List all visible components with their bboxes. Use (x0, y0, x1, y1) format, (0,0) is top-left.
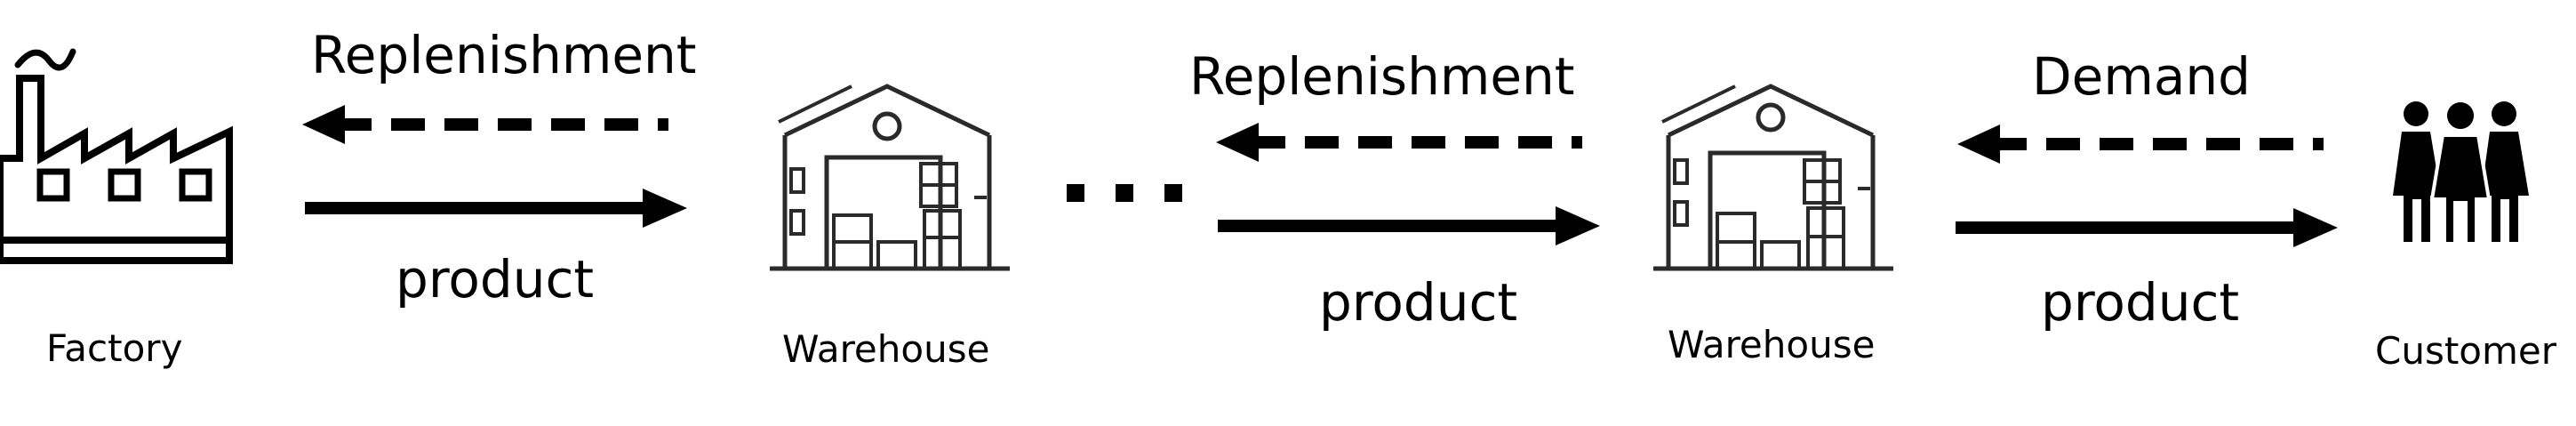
warehouse-label-1: Warehouse (782, 327, 990, 371)
warehouse-icon (1646, 82, 1895, 277)
customer-label: Customer (2375, 329, 2557, 373)
factory-icon (0, 34, 236, 269)
product-arrow-3 (1956, 203, 2338, 253)
demand-arrow (1957, 117, 2331, 171)
product-label-2: product (1319, 272, 1518, 333)
warehouse-icon (763, 82, 1012, 277)
replenishment-arrow-1 (302, 98, 676, 151)
replenishment-label-1: Replenishment (311, 25, 697, 85)
demand-label: Demand (2032, 46, 2251, 107)
ellipsis-dots (1067, 182, 1182, 204)
product-label-1: product (396, 249, 595, 309)
warehouse-label-2: Warehouse (1668, 323, 1876, 366)
product-arrow-2 (1218, 201, 1600, 251)
customers-icon (2382, 100, 2538, 246)
replenishment-label-2: Replenishment (1189, 46, 1575, 107)
factory-label: Factory (46, 326, 183, 370)
product-arrow-1 (305, 183, 687, 233)
product-label-3: product (2041, 272, 2240, 333)
replenishment-arrow-2 (1216, 116, 1589, 169)
